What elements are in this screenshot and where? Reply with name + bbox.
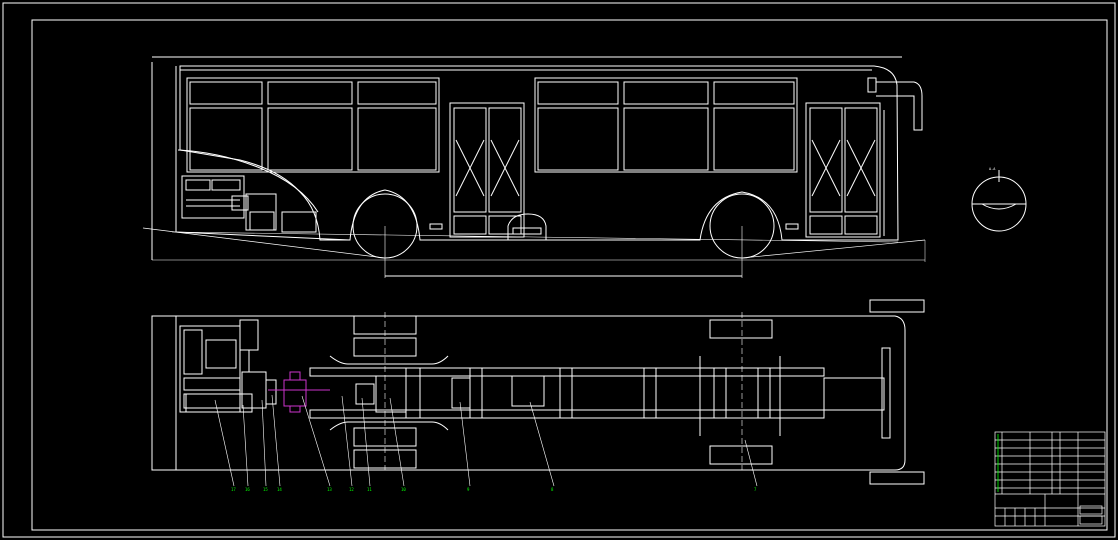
plan-view bbox=[151, 299, 925, 485]
chassis-rail-upper bbox=[309, 367, 825, 377]
callout-label: 14 bbox=[277, 487, 282, 492]
rear-wheel-top bbox=[353, 315, 417, 335]
callout-label: 16 bbox=[245, 487, 250, 492]
side-window bbox=[189, 81, 263, 105]
axle-bracket bbox=[511, 375, 545, 407]
sheet-inner-border bbox=[31, 19, 1108, 531]
callout-label: 11 bbox=[367, 487, 372, 492]
side-window bbox=[623, 107, 709, 171]
callout-label: 12 bbox=[349, 487, 354, 492]
title-block bbox=[994, 431, 1106, 527]
callout-label: 10 bbox=[401, 487, 406, 492]
front-door bbox=[805, 102, 881, 238]
callout-label: 13 bbox=[327, 487, 332, 492]
side-window bbox=[189, 107, 263, 171]
side-window bbox=[713, 107, 795, 171]
front-wheel-bottom bbox=[709, 445, 773, 465]
fuel-tank bbox=[507, 213, 547, 241]
callout-label: 8 bbox=[551, 487, 554, 492]
side-window bbox=[623, 81, 709, 105]
callout-labels: 17 16 15 14 13 12 11 10 9 8 7 bbox=[231, 487, 757, 492]
callout-label: 15 bbox=[263, 487, 268, 492]
side-view bbox=[142, 56, 926, 278]
rear-wheel-bottom bbox=[353, 427, 417, 447]
side-window bbox=[267, 107, 353, 171]
chassis-rail-lower bbox=[309, 409, 825, 419]
mirror bbox=[876, 81, 923, 131]
side-window bbox=[267, 81, 353, 105]
front-wheel-top bbox=[709, 319, 773, 339]
side-window bbox=[713, 81, 795, 105]
side-window bbox=[537, 81, 619, 105]
drive-shaft-highlight bbox=[268, 371, 330, 413]
engine bbox=[181, 175, 245, 219]
callout-label: 7 bbox=[754, 487, 757, 492]
callout-label: 17 bbox=[231, 487, 236, 492]
callout-label: 9 bbox=[467, 487, 470, 492]
bus-body-outline bbox=[175, 65, 899, 241]
engine-plan bbox=[179, 325, 241, 413]
callouts bbox=[214, 394, 758, 487]
side-window bbox=[537, 107, 619, 171]
mid-door bbox=[449, 102, 525, 238]
side-window bbox=[357, 81, 437, 105]
plan-body-outline bbox=[151, 315, 906, 471]
section-marker: A-A bbox=[989, 167, 996, 171]
side-window bbox=[357, 107, 437, 171]
section-detail: A-A bbox=[971, 167, 1027, 232]
